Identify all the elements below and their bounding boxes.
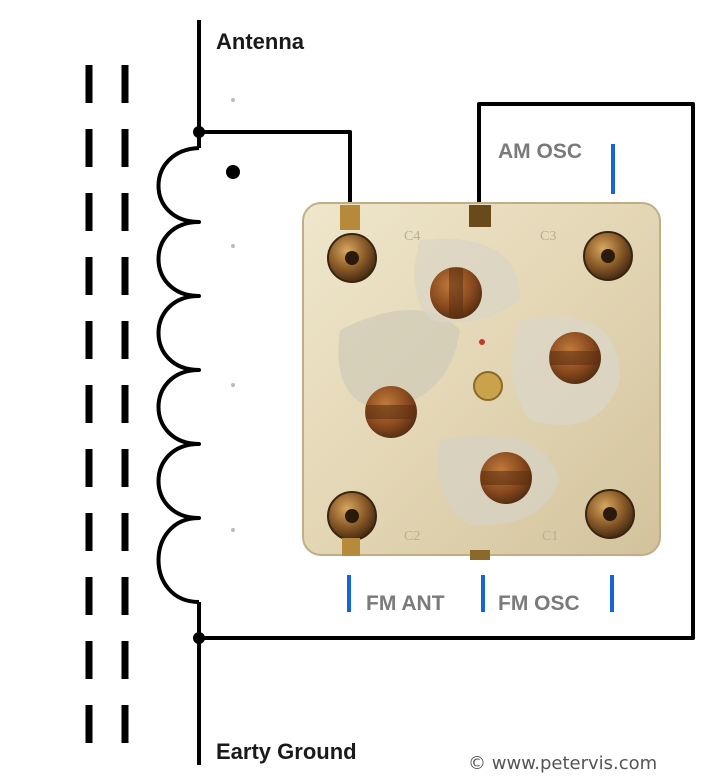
fm-ant-label: FM ANT — [366, 592, 445, 615]
ground-label: Earty Ground — [216, 739, 357, 764]
ferrite-rod — [85, 65, 129, 760]
trimmer-tag-c1: C1 — [542, 529, 558, 544]
terminal-c2 — [327, 491, 377, 556]
terminal-bottom-lug — [470, 550, 490, 560]
terminal-top-lug — [469, 205, 491, 227]
antenna-label: Antenna — [216, 29, 304, 54]
am-osc-label: AM OSC — [498, 140, 582, 163]
terminal-c4 — [327, 205, 377, 283]
blue-markers — [347, 144, 615, 612]
rotor-top — [430, 267, 482, 319]
credit-text: © www.petervis.com — [468, 753, 658, 774]
antenna-coil — [156, 146, 201, 604]
coil-tap-dots — [231, 98, 235, 532]
fm-osc-label: FM OSC — [498, 592, 580, 615]
trimmer-tag-c3: C3 — [540, 229, 556, 244]
trimmer-tag-c4: C4 — [404, 229, 420, 244]
capacitor-insulator-a — [338, 310, 460, 410]
rotor-left — [365, 386, 417, 438]
ground-return-wire — [199, 102, 695, 640]
center-trimmer — [473, 371, 503, 401]
antenna-junction-dot — [193, 126, 205, 138]
rotor-right — [549, 332, 601, 384]
c4-feed-wire — [199, 130, 352, 205]
terminal-c3 — [583, 231, 633, 281]
rotor-bottom — [480, 452, 532, 504]
ground-junction-dot — [193, 632, 205, 644]
terminal-c1 — [585, 489, 635, 539]
tuning-capacitor: C4 C3 C2 C1 — [302, 202, 661, 560]
trimmer-tag-c2: C2 — [404, 529, 420, 544]
center-dot-red — [479, 339, 485, 345]
coil-phase-dot — [226, 165, 240, 179]
